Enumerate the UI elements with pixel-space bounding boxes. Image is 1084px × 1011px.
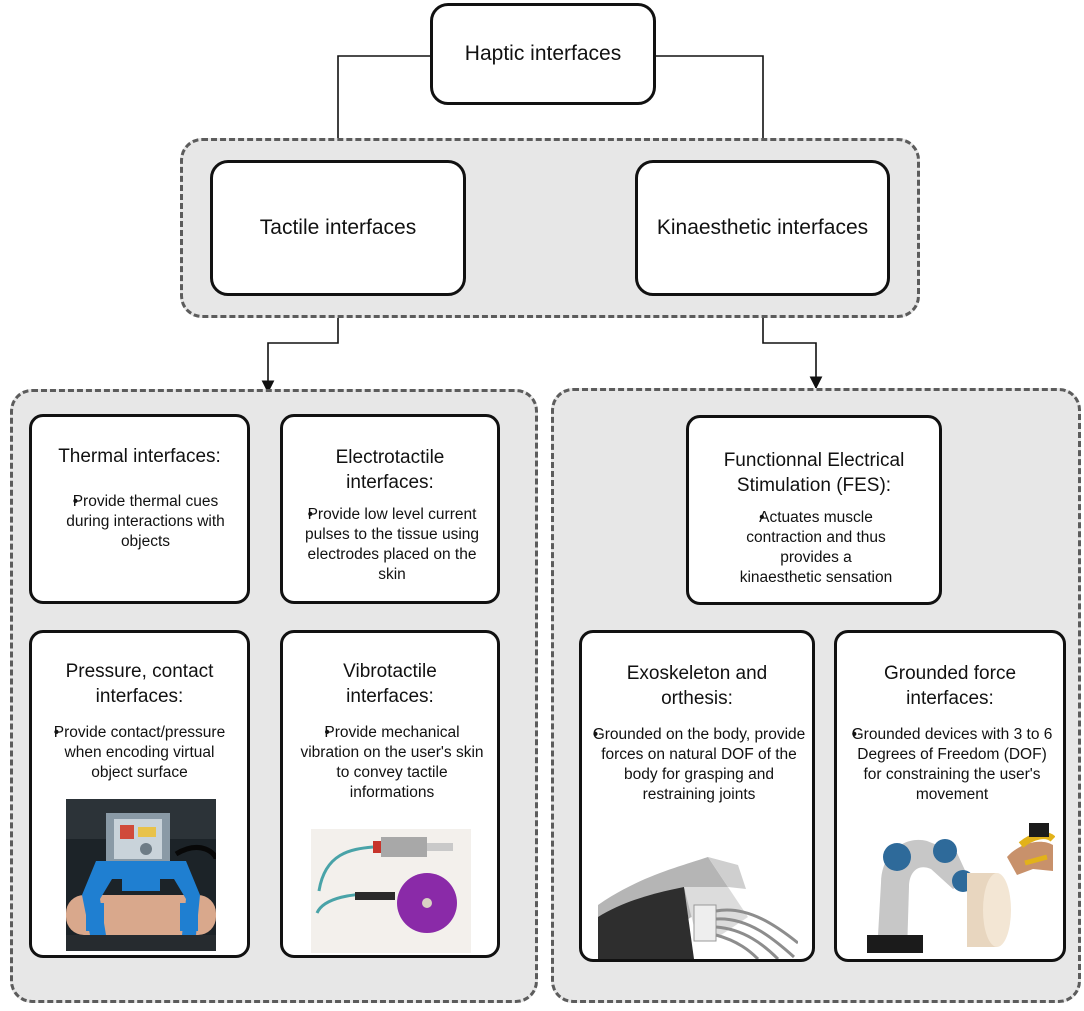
root-node: Haptic interfaces	[430, 3, 656, 105]
vibrotactile-title: Vibrotactile interfaces:	[343, 661, 437, 707]
vibrotactile-bullet: Provide mechanical vibration on the user…	[293, 723, 491, 803]
exoskeleton-bullets: Grounded on the body, provide forces on …	[582, 725, 812, 805]
electrotactile-bullets: Provide low level current pulses to the …	[283, 505, 497, 585]
fes-bullet: Actuates muscle contraction and thus pro…	[739, 508, 893, 588]
vibrotactile-device-image	[311, 829, 471, 953]
pressure-card: Pressure, contact interfaces: Provide co…	[29, 630, 250, 958]
arrow-root-to-kinaesthetic	[654, 55, 770, 162]
tactile-node: Tactile interfaces	[210, 160, 466, 296]
electrotactile-bullet: Provide low level current pulses to the …	[297, 505, 487, 585]
grounded-bullets: Grounded devices with 3 to 6 Degrees of …	[837, 725, 1063, 805]
arrow-root-to-tactile	[331, 55, 432, 162]
kinaesthetic-node: Kinaesthetic interfaces	[635, 160, 890, 296]
grounded-force-card: Grounded force interfaces: Grounded devi…	[834, 630, 1066, 962]
thermal-bullet: Provide thermal cues during interactions…	[60, 492, 231, 552]
thermal-card: Thermal interfaces: Provide thermal cues…	[29, 414, 250, 604]
pressure-bullets: Provide contact/pressure when encoding v…	[32, 723, 247, 783]
vibrotactile-card: Vibrotactile interfaces: Provide mechani…	[280, 630, 500, 958]
exoskeleton-image	[598, 847, 798, 959]
exoskeleton-card: Exoskeleton and orthesis: Grounded on th…	[579, 630, 815, 962]
arrow-kinaesthetic-to-group	[762, 295, 823, 390]
electrotactile-card: Electrotactile interfaces: Provide low l…	[280, 414, 500, 604]
vibrotactile-bullets: Provide mechanical vibration on the user…	[283, 723, 497, 803]
thermal-bullets: Provide thermal cues during interactions…	[32, 492, 247, 552]
tactile-label: Tactile interfaces	[259, 216, 417, 239]
pressure-bullet: Provide contact/pressure when encoding v…	[42, 723, 237, 783]
fes-bullets: Actuates muscle contraction and thus pro…	[689, 508, 939, 588]
fes-card: Functionnal Electrical Stimulation (FES)…	[686, 415, 942, 605]
exoskeleton-bullet: Grounded on the body, provide forces on …	[592, 725, 806, 805]
pressure-title: Pressure, contact interfaces:	[65, 661, 214, 707]
grounded-title: Grounded force interfaces:	[883, 663, 1017, 709]
root-label: Haptic interfaces	[464, 42, 622, 65]
exoskeleton-title: Exoskeleton and orthesis:	[626, 663, 768, 709]
electrotactile-title: Electrotactile interfaces:	[335, 447, 445, 493]
fes-title: Functionnal Electrical Stimulation (FES)…	[723, 450, 905, 496]
kinaesthetic-label: Kinaesthetic interfaces	[656, 216, 869, 239]
grounded-robot-image	[857, 823, 1055, 953]
thermal-title: Thermal interfaces:	[58, 446, 221, 467]
pressure-device-image	[66, 799, 216, 951]
grounded-bullet: Grounded devices with 3 to 6 Degrees of …	[849, 725, 1055, 805]
arrow-tactile-to-group	[261, 295, 339, 394]
